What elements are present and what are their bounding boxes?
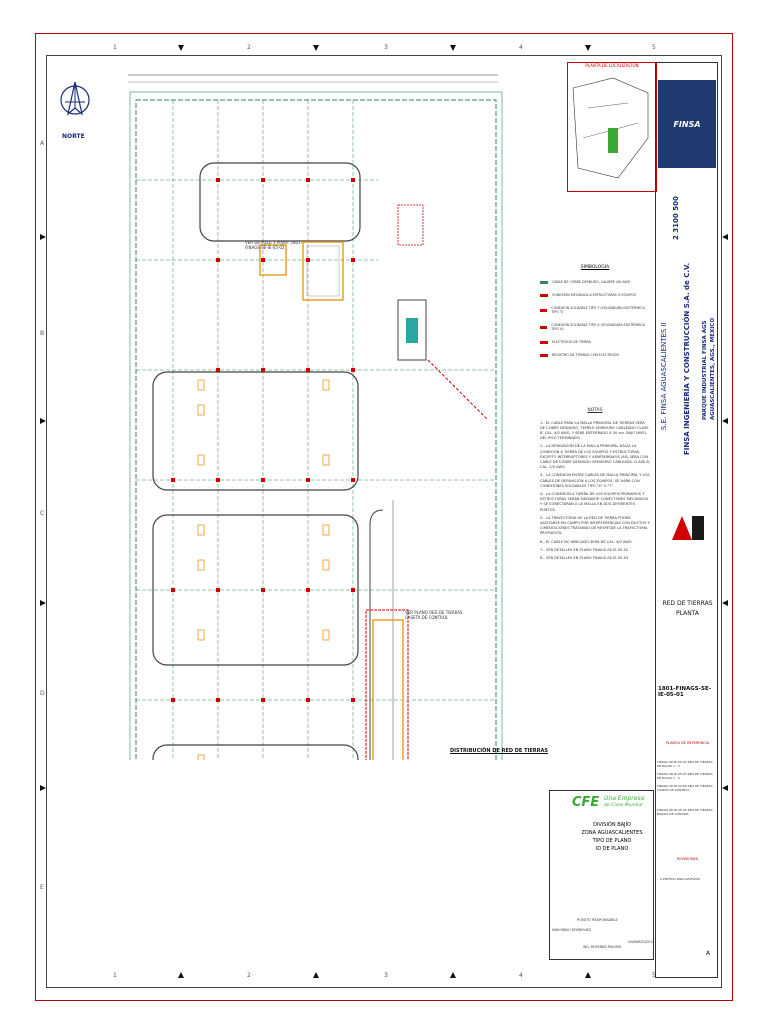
center-arrow-left [40, 418, 46, 424]
symbology-panel: SIMBOLOGÍA CABLE DE COBRE DESNUDO, CALIB… [540, 265, 650, 366]
cfe-logo: CFE [572, 795, 600, 810]
symbology-item: CONEXIÓN MECÁNICA A ESTRUCTURAS O EQUIPO… [540, 293, 650, 297]
reference-row: FINAGS-SE-IE-05-04 RED DE TIERRAS CASETA… [657, 784, 713, 792]
note-item: 3.- LA CONEXIÓN ENTRE CABLES DE MALLA PR… [540, 473, 650, 488]
center-arrow-top [313, 45, 319, 51]
note-item: 1.- EL CABLE PARA LA MALLA PRINCIPAL DE … [540, 420, 649, 441]
grid-col-top-4: 4 [519, 44, 523, 51]
center-arrow-right [722, 600, 728, 606]
grid-col-bottom-2: 2 [247, 972, 251, 979]
location-map [572, 77, 649, 179]
grid-row-left-d: D [40, 690, 45, 697]
plan-caption: DISTRIBUCIÓN DE RED DE TIERRAS [450, 748, 548, 754]
center-arrow-left [40, 785, 46, 791]
center-arrow-top [450, 45, 456, 51]
cfe-plan-id: ID DE PLANO [595, 846, 629, 852]
center-arrow-bottom [313, 972, 319, 978]
drawing-sheet-border [35, 33, 733, 1001]
center-arrow-left [40, 234, 46, 240]
cfe-tagline-1: Una Empresa [604, 795, 645, 802]
symbology-item: REGISTRO DE TIERRAS CON ELECTRODO [540, 353, 650, 357]
grid-col-bottom-4: 4 [519, 972, 523, 979]
company-name: FINSA INGENIERÍA Y CONSTRUCCIÓN S.A. de … [683, 262, 691, 455]
grid-col-bottom-1: 1 [113, 972, 117, 979]
grid-row-left-a: A [40, 140, 45, 147]
drawing-title-2: PLANTA [676, 610, 699, 617]
grid-row-left-b: B [40, 330, 45, 337]
symbology-item: ELECTRODO DE TIERRA [540, 340, 650, 344]
note-item: 6.- EL CABLE NO INDICADO SERÁ DE CAL. 4/… [540, 539, 633, 544]
cfe-tagline-2: de Clase Mundial [604, 803, 643, 808]
north-label: NORTE [62, 133, 85, 140]
detail-callout: VER DETALLE 3 Plano: 1801-FINAGS-SE-IE-0… [245, 240, 303, 250]
north-arrow-icon [60, 81, 90, 116]
revision-row: A EMITIDO PARA REVISIÓN [660, 877, 700, 881]
location-plan: PLANTA DE LOCALIZACION [567, 62, 657, 192]
grid-col-top-1: 1 [113, 44, 117, 51]
center-arrow-bottom [450, 972, 456, 978]
center-arrow-left [40, 600, 46, 606]
cfe-zone: ZONA AGUASCALIENTES [581, 830, 643, 836]
note-item: 5.- LA TRAYECTORIA DE LA RED DE TIERRA P… [540, 515, 650, 536]
reference-row: FINAGS-SE-IE-05-02 RED DE TIERRAS DETALL… [657, 760, 713, 768]
consultant-logo-icon [672, 516, 704, 540]
responsible-date: 20/MARZO/2013 [628, 940, 655, 944]
project-number: 2 3100 500 [672, 196, 680, 240]
center-arrow-bottom [585, 972, 591, 978]
reference-row: FINAGS-SE-IE-05-03 RED DE TIERRAS DETALL… [657, 772, 713, 780]
location-plan-title: PLANTA DE LOCALIZACION [585, 63, 639, 68]
site-line-2: AGUASCALIENTES, AGS., MEXICO [710, 317, 716, 420]
title-block-frame [655, 62, 718, 978]
note-item: 2.- LA DERIVACIÓN DE LA MALLA PRINCIPAL … [540, 444, 650, 470]
grounding-plan [128, 74, 503, 760]
cfe-division: DIVISIÓN BAJÍO [593, 822, 631, 828]
substation-name: S.E. FINSA AGUASCALIENTES II [660, 322, 668, 430]
note-item: 4.- LA CONEXIÓN A TIERRA DE LOS EQUIPOS … [540, 491, 649, 512]
symbology-item: CONEXIÓN SOLDABLE TIPO T (SOLDADURA EXOT… [540, 306, 650, 314]
references-title: PLANOS DE REFERENCIA [665, 741, 710, 745]
note-item: 8.- VER DETALLES EN PLANO FINAGS-SE-IE-0… [540, 555, 629, 560]
drawing-title-1: RED DE TIERRAS [662, 600, 713, 607]
grid-col-bottom-3: 3 [384, 972, 388, 979]
grid-col-top-5: 5 [652, 44, 656, 51]
symbology-title: SIMBOLOGÍA [580, 265, 610, 270]
responsible-name-1: IVAN PABLO RODRIGUEZ [552, 928, 592, 932]
drawing-frame [46, 55, 722, 988]
symbology-item: CABLE DE COBRE DESNUDO, CALIBRE 4/0 AWG [540, 280, 650, 284]
grid-col-top-3: 3 [384, 44, 388, 51]
symbology-item: CONEXIÓN SOLDABLE TIPO X (SOLDADURA EXOT… [540, 323, 650, 331]
drawing-number: 1801-FINAGS-SE-IE-05-01 [658, 686, 712, 698]
responsible-name-2: ING. ROSENDO PALOMO [583, 945, 622, 949]
detail-callout: VER PLANO RED DE TIERRAS CASETA DE CONTR… [405, 610, 463, 620]
grid-col-bottom-5: 5 [652, 972, 656, 979]
center-arrow-right [722, 234, 728, 240]
note-item: 7.- VER DETALLES EN PLANO FINAGS-SE-IE-0… [540, 547, 629, 552]
client-logo-finsa: FINSA [658, 80, 716, 168]
center-arrow-top [178, 45, 184, 51]
grid-col-top-2: 2 [247, 44, 251, 51]
responsible-label: PUESTO RESPONSABLE [577, 918, 618, 922]
notes-title: NOTAS [587, 408, 603, 413]
revisions-title: REVISIONES [676, 857, 699, 861]
site-line-1: PARQUE INDUSTRIAL FINSA AGS [702, 320, 708, 420]
center-arrow-right [722, 418, 728, 424]
cfe-plan-type: TIPO DE PLANO [592, 838, 632, 844]
revision-letter: A [706, 950, 711, 957]
grid-row-left-e: E [40, 884, 44, 891]
cfe-block [549, 790, 654, 960]
notes-panel: NOTAS 1.- EL CABLE PARA LA MALLA PRINCIP… [540, 408, 650, 564]
grid-row-left-c: C [40, 510, 45, 517]
reference-row: FINAGS-SE-IE-05-05 RED DE TIERRAS BAJADA… [657, 808, 713, 816]
center-arrow-top [585, 45, 591, 51]
center-arrow-right [722, 785, 728, 791]
center-arrow-bottom [178, 972, 184, 978]
